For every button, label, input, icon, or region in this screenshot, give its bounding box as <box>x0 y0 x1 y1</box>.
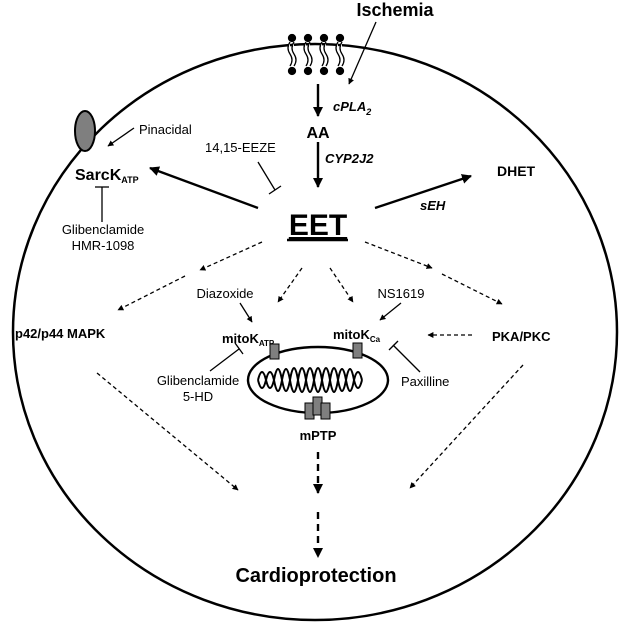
paxilline-label: Paxilline <box>401 374 449 389</box>
sarck-atp-label: SarcKATP <box>75 167 139 185</box>
mitok-atp-channel-icon <box>269 343 280 360</box>
glibenclamide-sarck-inhibition <box>95 186 109 222</box>
glibenclamide-hmr-label-2: HMR-1098 <box>72 238 135 253</box>
dhet-label: DHET <box>497 163 536 179</box>
cell-membrane <box>11 42 619 622</box>
glibenclamide-5hd-label-1: Glibenclamide <box>157 373 239 388</box>
ischemia-label: Ischemia <box>356 0 434 20</box>
mitok-ca-channel-icon <box>352 342 363 359</box>
eet-to-p42-arrow-1 <box>199 241 263 271</box>
diazoxide-label: Diazoxide <box>196 286 253 301</box>
paxilline-mitokca-inhibition <box>388 340 421 373</box>
mitok-atp-label: mitoKATP <box>222 331 275 348</box>
eet-label: EET <box>289 209 347 242</box>
sarcolemmal-channel-icon <box>74 110 96 152</box>
eeze-label: 14,15-EEZE <box>205 140 276 155</box>
phospholipid-icon <box>287 33 345 76</box>
glibenclamide-hmr-label-1: Glibenclamide <box>62 222 144 237</box>
cpla2-label: cPLA2 <box>333 99 371 117</box>
pinacidal-label: Pinacidal <box>139 122 192 137</box>
eet-to-mitokca-arrow <box>329 267 354 303</box>
cyp2j2-label: CYP2J2 <box>325 151 374 166</box>
ns1619-to-mitokca-arrow <box>379 302 402 321</box>
p42-to-cardioprotection-arrow <box>96 372 239 491</box>
pinacidal-to-sarck-arrow <box>107 127 135 147</box>
eet-to-dhet-arrow <box>374 174 472 210</box>
eet-to-p42-arrow-2 <box>117 275 186 311</box>
eet-to-mitokatp-arrow <box>277 267 303 303</box>
ischemia-to-cpla2-arrow <box>348 21 377 85</box>
eeze-inhibition <box>257 161 282 195</box>
eet-to-sarck-arrow <box>149 166 259 210</box>
glibenclamide-5hd-label-2: 5-HD <box>183 389 213 404</box>
mptp-label: mPTP <box>300 428 337 443</box>
aa-label: AA <box>306 125 330 142</box>
seh-label: sEH <box>420 198 446 213</box>
mitochondrion-icon <box>246 342 390 420</box>
pka-pkc-label: PKA/PKC <box>492 329 551 344</box>
glibenclamide-mitokatp-inhibition <box>209 342 244 372</box>
p42-p44-mapk-label: p42/p44 MAPK <box>15 326 106 341</box>
cardioprotection-label: Cardioprotection <box>235 565 396 587</box>
ns1619-label: NS1619 <box>378 286 425 301</box>
diazoxide-to-mitokatp-arrow <box>239 302 253 323</box>
mitok-ca-label: mitoKCa <box>333 327 381 344</box>
eet-to-pka-arrow-1 <box>364 241 433 269</box>
eet-to-pka-arrow-2 <box>441 273 503 305</box>
mptp-channel-icon-3 <box>320 402 331 420</box>
